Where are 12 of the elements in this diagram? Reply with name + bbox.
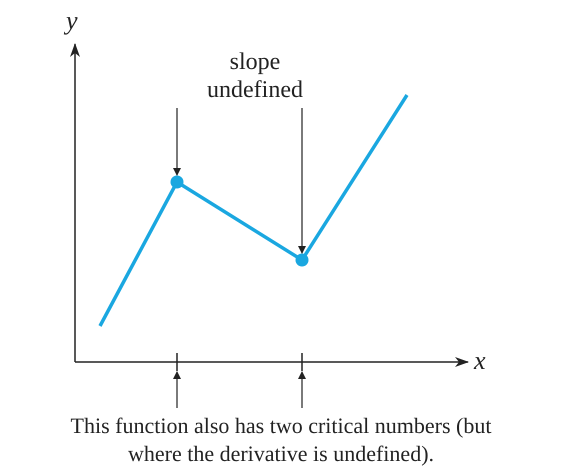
caption: This function also has two critical numbers (but where the derivative is undefined).: [70, 412, 492, 468]
callout-text: slope undefined: [185, 48, 325, 104]
tick-mark: [176, 353, 178, 371]
axis-label: y: [66, 6, 78, 36]
leader-line: [298, 108, 306, 254]
axis-label: x: [474, 346, 486, 376]
arrow: [173, 371, 181, 408]
point-marker: [170, 176, 184, 188]
leader-line: [173, 108, 181, 176]
arrow: [298, 371, 306, 408]
tick-mark: [301, 353, 303, 371]
point-marker: [296, 254, 308, 266]
